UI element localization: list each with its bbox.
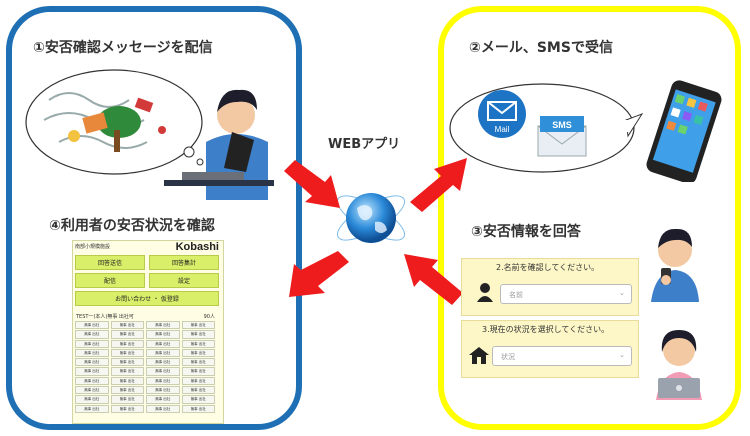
status-cell: 無事 出社: [110, 339, 144, 348]
name-select-placeholder: 名前: [509, 291, 523, 299]
globe-icon: [336, 193, 406, 243]
status-cell: 無事 出社: [146, 330, 180, 339]
arrow-to-globe: [284, 160, 340, 208]
web-app-label: WEBアプリ: [328, 137, 401, 152]
name-question-form: 2.名前を確認してください。 名前 ⌄: [461, 258, 639, 316]
status-cell: 無事 出社: [110, 404, 144, 413]
status-cell: 無事 出社: [75, 330, 109, 339]
status-cell: 無事 出社: [75, 376, 109, 386]
status-cell: 無事 出社: [146, 321, 180, 330]
received-message-illustration: Mail SMS: [449, 80, 722, 182]
step1-heading: ①安否確認メッセージを配信: [33, 40, 213, 56]
status-cell: 無事 出社: [75, 395, 109, 404]
inquiry-register-button[interactable]: お問い合わせ ・ 仮登録: [75, 291, 219, 306]
storm-icon: [43, 92, 166, 152]
step2-heading: ②メール、SMSで受信: [469, 40, 613, 56]
table-row: 無事 出社無事 出社無事 出社無事 出社: [75, 348, 215, 358]
status-question-form: 3.現在の状況を選択してください。 状況 ⌄: [461, 320, 639, 378]
step4-heading: ④利用者の安否状況を確認: [49, 218, 215, 234]
table-row: 無事 出社無事 出社無事 出社無事 出社: [75, 330, 215, 339]
person-silhouette-icon: [477, 283, 493, 302]
status-cell: 無事 出社: [110, 395, 144, 404]
q2-label: 2.名前を確認してください。: [496, 263, 600, 272]
mail-icon: Mail: [478, 90, 526, 138]
status-cell: 無事 出社: [181, 367, 215, 376]
status-cell: 無事 出社: [110, 386, 144, 395]
facility-name: 南部小規模施設: [75, 244, 111, 250]
status-cell: 無事 出社: [181, 386, 215, 395]
status-cell: 無事 出社: [75, 358, 109, 367]
table-row: 無事 出社無事 出社無事 出社無事 出社: [75, 358, 215, 367]
status-select[interactable]: 状況 ⌄: [492, 346, 632, 366]
status-cell: 無事 出社: [75, 404, 109, 413]
table-row: 無事 出社無事 出社無事 出社無事 出社: [75, 321, 215, 330]
status-cell: 無事 出社: [110, 367, 144, 376]
status-cell: 無事 出社: [146, 367, 180, 376]
status-cell: 無事 出社: [75, 321, 109, 330]
status-cell: 無事 出社: [110, 348, 144, 358]
status-cell: 無事 出社: [75, 339, 109, 348]
status-cell: 無事 出社: [181, 339, 215, 348]
arrow-to-phone: [410, 158, 467, 212]
status-cell: 無事 出社: [146, 376, 180, 386]
aggregate-button[interactable]: 回答集計: [149, 255, 219, 270]
status-cell: 無事 出社: [181, 395, 215, 404]
status-cell: 無事 出社: [75, 367, 109, 376]
table-row: 無事 出社無事 出社無事 出社無事 出社: [75, 376, 215, 386]
house-icon: [469, 347, 489, 364]
sms-icon-label: SMS: [552, 120, 572, 130]
brand-logo: Kobashi: [175, 241, 219, 253]
status-cell: 無事 出社: [110, 330, 144, 339]
status-cell: 無事 出社: [181, 358, 215, 367]
chevron-down-icon: ⌄: [619, 289, 625, 297]
operator-person-icon: [164, 89, 274, 200]
receiver-panel: [438, 6, 741, 430]
status-cell: 無事 出社: [146, 358, 180, 367]
table-row: 無事 出社無事 出社無事 出社無事 出社: [75, 339, 215, 348]
status-select-placeholder: 状況: [501, 353, 515, 361]
sender-panel: [6, 6, 302, 430]
step3-heading: ③安否情報を回答: [471, 224, 581, 240]
sms-envelope-icon: SMS: [537, 116, 587, 157]
status-cell: 無事 出社: [181, 330, 215, 339]
settings-button[interactable]: 設定: [149, 273, 219, 288]
chevron-down-icon: ⌄: [619, 351, 625, 359]
distribute-button[interactable]: 配信: [75, 273, 145, 288]
table-row: 無事 出社無事 出社無事 出社無事 出社: [75, 404, 215, 413]
q3-label: 3.現在の状況を選択してください。: [482, 325, 610, 334]
status-table: 無事 出社無事 出社無事 出社無事 出社無事 出社無事 出社無事 出社無事 出社…: [75, 321, 215, 414]
admin-status-screen: 南部小規模施設 Kobashi 回答送信 回答集計 配信 設定 お問い合わせ ・…: [72, 240, 224, 424]
status-cell: 無事 出社: [110, 321, 144, 330]
status-cell: 無事 出社: [146, 404, 180, 413]
status-cell: 無事 出社: [146, 339, 180, 348]
arrow-from-answer: [404, 254, 463, 305]
mail-icon-label: Mail: [495, 125, 510, 134]
status-cell: 無事 出社: [181, 404, 215, 413]
arrow-to-admin: [289, 251, 349, 297]
list-count: 90人: [203, 314, 215, 320]
smartphone-icon: [646, 80, 722, 182]
status-cell: 無事 出社: [146, 395, 180, 404]
table-row: 無事 出社無事 出社無事 出社無事 出社: [75, 367, 215, 376]
table-row: 無事 出社無事 出社無事 出社無事 出社: [75, 386, 215, 395]
table-row: 無事 出社無事 出社無事 出社無事 出社: [75, 395, 215, 404]
disaster-notice-illustration: [25, 69, 274, 200]
status-cell: 無事 出社: [146, 348, 180, 358]
user-with-laptop-illustration: [656, 330, 702, 400]
status-cell: 無事 出社: [146, 386, 180, 395]
status-cell: 無事 出社: [110, 376, 144, 386]
status-cell: 無事 出社: [110, 358, 144, 367]
status-cell: 無事 出社: [181, 348, 215, 358]
status-cell: 無事 出社: [75, 348, 109, 358]
status-cell: 無事 出社: [75, 386, 109, 395]
status-cell: 無事 出社: [181, 376, 215, 386]
list-header: TEST一(本人)無事 出社可: [76, 314, 134, 320]
user-with-phone-illustration: [651, 228, 699, 302]
send-answer-button[interactable]: 回答送信: [75, 255, 145, 270]
name-select[interactable]: 名前 ⌄: [500, 284, 632, 304]
status-cell: 無事 出社: [181, 321, 215, 330]
